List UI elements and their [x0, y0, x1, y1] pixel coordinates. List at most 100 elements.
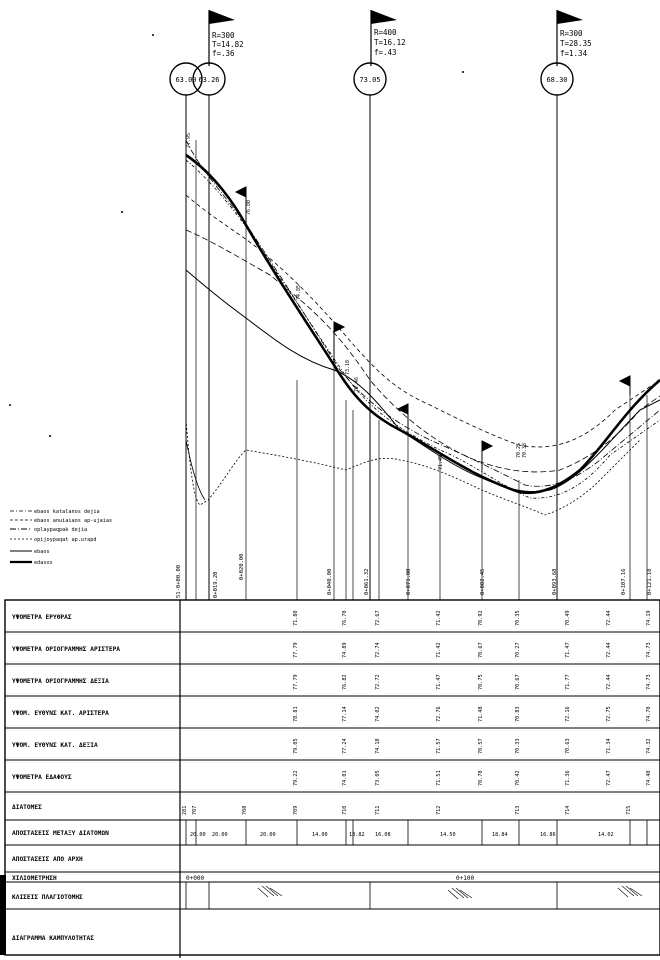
curve-2-param-r: R=400: [374, 28, 397, 37]
legend-label-6: edaxos: [34, 560, 53, 566]
legend-label-5: ebaos: [34, 549, 50, 555]
section-number: 709: [293, 806, 299, 815]
table-cell-value: 72.44: [606, 610, 612, 626]
row-label-sections: ΔΙΑΤΟΜΕΣ: [12, 804, 42, 811]
table-cell-value: 74.40: [646, 770, 652, 786]
vertex-circle-4: 68.30: [540, 62, 574, 96]
table-cell-value: 70.67: [515, 674, 521, 690]
section-marker-7: 0+082.45: [480, 569, 486, 596]
curve-flag-3: R=300 T=28.35 f=1.34: [556, 10, 592, 66]
section-marker-1: 51-0+00.00: [176, 565, 182, 598]
table-cell-value: 70.57: [478, 738, 484, 754]
vertex-circle-2: 63.26: [192, 62, 226, 96]
table-cell-value: 74.73: [646, 674, 652, 690]
table-cell-value: 70.75: [478, 674, 484, 690]
svg-text:77.95: 77.95: [186, 133, 192, 148]
table-cell-value: 71.47: [436, 674, 442, 690]
section-number: 281: [182, 806, 188, 815]
section-marker-3: 0+020.00: [239, 554, 245, 581]
table-cell-value: 72.76: [436, 706, 442, 722]
table-cell-value: 76.70: [342, 610, 348, 626]
svg-text:73.18: 73.18: [345, 360, 351, 375]
curve-3-param-t: T=28.35: [560, 39, 592, 48]
table-cell-value: 74.89: [342, 642, 348, 658]
table-cell-value: 71.57: [436, 738, 442, 754]
table-cell-value: 72.67: [375, 610, 381, 626]
section-number: 712: [436, 806, 442, 815]
table-cell-value: 71.36: [565, 770, 571, 786]
section-spacing: 16.86: [540, 832, 556, 838]
table-cell-value: 74.73: [646, 642, 652, 658]
table-cell-value: 70.67: [478, 642, 484, 658]
table-cell-value: 73.05: [375, 770, 381, 786]
circle-label-3: 73.05: [359, 76, 380, 84]
circle-label-1: 63.00: [175, 76, 196, 84]
profile-annotations: 77.95 76.80 74.85 73.18 72.46 71.45 70.2…: [186, 133, 528, 470]
svg-text:72.46: 72.46: [354, 377, 360, 392]
table-cell-value: 72.74: [375, 642, 381, 658]
legend-label-2: ebaos anuiaiaos ap-ujaias: [34, 518, 112, 524]
section-number: 714: [565, 806, 571, 815]
table-cell-value: 72.16: [565, 706, 571, 722]
table-cell-value: 70.33: [515, 738, 521, 754]
table-cell-value: 70.27: [515, 642, 521, 658]
section-marker-6: 0+071.80: [406, 569, 412, 596]
table-cell-value: 72.72: [375, 674, 381, 690]
table-cell-value: 70.49: [565, 610, 571, 626]
section-number: 707: [192, 806, 198, 815]
legend-label-1: ebaos katalanos dejia: [34, 509, 100, 515]
svg-text:70.25: 70.25: [516, 443, 522, 458]
table-cell-value: 70.78: [478, 770, 484, 786]
curve-2-param-t: T=16.12: [374, 38, 406, 47]
curve-flag-1: R=300 T=14.82 f=.36: [208, 10, 244, 66]
table-cell-value: 70.35: [515, 610, 521, 626]
row-label-distance: ΑΠΟΣΤΑΣΕΙΣ ΑΠΟ ΑΡΧΗ: [12, 856, 83, 863]
table-cell-value: 70.92: [478, 610, 484, 626]
legend-label-4: opijoypaqat ap.urapd: [34, 537, 96, 543]
table-cell-value: 71.34: [606, 738, 612, 754]
section-marker-8: 0+093.68: [552, 569, 558, 596]
table-cell-value: 72.75: [606, 706, 612, 722]
curve-1-param-t: T=14.82: [212, 40, 244, 49]
curve-1-param-r: R=300: [212, 31, 235, 40]
chainage-labels: 0+000 0+100: [186, 875, 474, 882]
section-spacing: 14.02: [598, 832, 614, 838]
section-marker-10: 0+121.18: [647, 569, 653, 596]
section-marker-9: 0+107.16: [621, 569, 627, 596]
curve-3-param-r: R=300: [560, 29, 583, 38]
section-spacing: 20.00: [190, 832, 206, 838]
section-marker-4: 0+040.00: [327, 569, 333, 596]
side-title-strip: [0, 875, 6, 955]
table-cell-value: 70.63: [565, 738, 571, 754]
svg-text:76.80: 76.80: [246, 200, 252, 215]
table-cell-value: 72.44: [606, 642, 612, 658]
row-label-slope: ΚΛΙΣΕΙΣ ΠΛΑΓΙΟΤΟΜΗΣ: [12, 894, 83, 901]
table-cell-value: 74.01: [342, 770, 348, 786]
chainage-100: 0+100: [456, 875, 474, 882]
section-spacing: 14.00: [312, 832, 328, 838]
table-cell-value: 78.81: [293, 706, 299, 722]
curve-3-param-f: f=1.34: [560, 49, 588, 58]
row-label-curvature: ΔΙΑΓΡΑΜΜΑ ΚΑΜΠΥΛΟΤΗΤΑΣ: [12, 935, 94, 942]
table-cell-value: 77.24: [342, 738, 348, 754]
curve-2-param-f: f=.43: [374, 48, 397, 57]
row-label-spacing: ΑΠΟΣΤΑΣΕΙΣ ΜΕΤΑΞΥ ΔΙΑΤΟΜΩΝ: [12, 830, 109, 837]
row-label-left: ΥΨΟΜΕΤΡΑ ΟΡΙΟΓΡΑΜΜΗΣ ΑΡΙΣΤΕΡΑ: [12, 646, 120, 653]
table-cell-value: 77.14: [342, 706, 348, 722]
section-spacing: 20.00: [212, 832, 228, 838]
table-cell-value: 74.19: [646, 610, 652, 626]
profile-lines: [185, 139, 660, 516]
table-cell-value: 71.42: [436, 610, 442, 626]
table-cell-value: 71.51: [436, 770, 442, 786]
table-cell-value: 79.05: [293, 738, 299, 754]
section-marker-5: 0+061.32: [364, 569, 370, 596]
table-cell-value: 72.47: [606, 770, 612, 786]
row-label-ditch-right: ΥΨΟΜ. ΕΥΘΥΝΣ ΚΑΤ. ΔΕΞΙΑ: [12, 742, 98, 749]
table-cell-value: 72.44: [606, 674, 612, 690]
row-label-erythras: ΥΨΟΜΕΤΡΑ ΕΡΥΘΡΑΣ: [12, 614, 72, 621]
curve-1-param-f: f=.36: [212, 49, 235, 58]
table-cell-value: 71.77: [565, 674, 571, 690]
table-cell-value: 74.32: [646, 738, 652, 754]
circle-label-2: 63.26: [198, 76, 219, 84]
